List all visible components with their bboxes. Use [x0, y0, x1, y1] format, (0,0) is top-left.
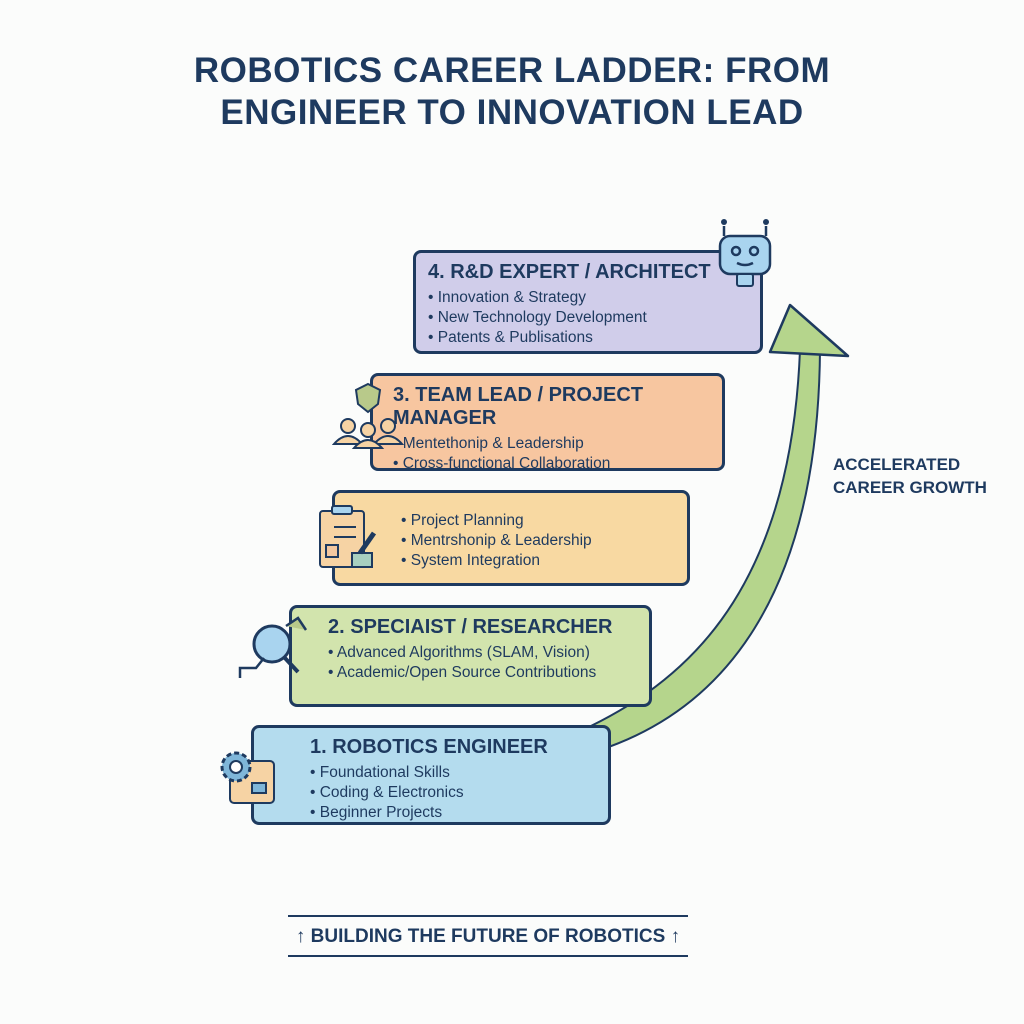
step-item: New Technology Development	[428, 308, 748, 328]
growth-arrow-head	[768, 303, 850, 358]
step-item: Beginner Projects	[310, 803, 596, 823]
arrow-label-line-1: ACCELERATED	[833, 455, 961, 474]
step-3-card: 3. TEAM LEAD / PROJECT MANAGER Mentethon…	[370, 373, 725, 474]
step-item: Mentrshonip & Leadership	[401, 531, 675, 551]
step-4-card: 4. R&D EXPERT / ARCHITECT Innovation & S…	[413, 250, 763, 354]
robot-head-icon	[718, 219, 772, 287]
title-line-2: ENGINEER TO INNOVATION LEAD	[220, 93, 804, 132]
step-item: Innovation & Strategy	[428, 288, 748, 308]
gear-circuit-icon	[220, 751, 275, 804]
up-arrow-icon: ↑	[670, 926, 681, 947]
arrow-label: ACCELERATED CAREER GROWTH	[833, 453, 987, 499]
footer-banner: ↑ BUILDING THE FUTURE OF ROBOTICS ↑	[288, 915, 688, 957]
step-title: 1. ROBOTICS ENGINEER	[310, 736, 548, 758]
step-item: Advanced Algorithms (SLAM, Vision)	[328, 643, 637, 663]
step-item: Project Planning	[401, 511, 675, 531]
step-item: Patents & Publisations	[428, 328, 748, 348]
footer-text: BUILDING THE FUTURE OF ROBOTICS	[310, 926, 666, 947]
step-item: Coding & Electronics	[310, 783, 596, 803]
page-title: ROBOTICS CAREER LADDER: FROM ENGINEER TO…	[0, 50, 1024, 134]
step-title: 2. SPECIAIST / RESEARCHER	[328, 616, 613, 638]
magnifier-robot-arm-icon	[238, 616, 308, 678]
step-item: Foundational Skills	[310, 763, 596, 783]
title-line-1: ROBOTICS CAREER LADDER: FROM	[193, 51, 831, 90]
step-item: Academic/Open Source Contributions	[328, 663, 637, 683]
step-item: Mentethonip & Leadership	[393, 434, 710, 454]
step-mid-card: Project PlanningMentrshonip & Leadership…	[332, 490, 690, 586]
step-title: 4. R&D EXPERT / ARCHITECT	[428, 261, 711, 283]
step-title: 3. TEAM LEAD / PROJECT MANAGER	[393, 384, 644, 429]
arrow-label-line-2: CAREER GROWTH	[833, 478, 987, 497]
step-item: Cross-functional Collaboration	[393, 454, 710, 474]
team-shield-icon	[332, 382, 404, 449]
clipboard-robot-arm-icon	[319, 505, 377, 568]
up-arrow-icon: ↑	[295, 926, 306, 947]
step-1-card: 1. ROBOTICS ENGINEER Foundational Skills…	[251, 725, 611, 825]
step-item: System Integration	[401, 551, 675, 571]
step-2-card: 2. SPECIAIST / RESEARCHER Advanced Algor…	[289, 605, 652, 707]
